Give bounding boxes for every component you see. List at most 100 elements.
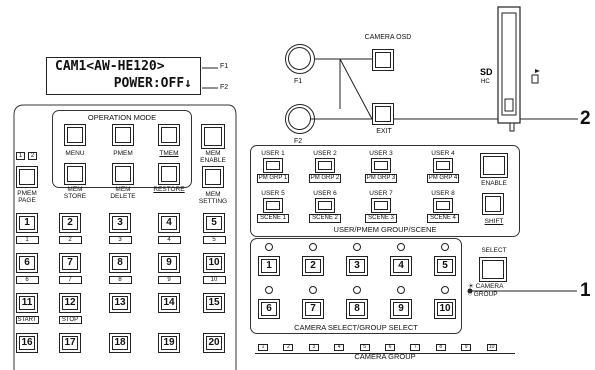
camera-2-tally-lamp xyxy=(309,243,317,251)
shift-button[interactable] xyxy=(482,193,504,215)
memory-button-1[interactable]: 1 xyxy=(16,213,38,233)
memory-button-16[interactable]: 16 xyxy=(16,333,38,353)
memory-button-2[interactable]: 2 xyxy=(59,213,81,233)
menu-button[interactable] xyxy=(64,124,86,146)
camera-select-button-5[interactable]: 5 xyxy=(434,256,456,276)
operation-mode-group xyxy=(52,110,192,188)
callout-2: 2 xyxy=(580,108,591,129)
restore-button[interactable] xyxy=(158,163,180,185)
memory-button-17[interactable]: 17 xyxy=(59,333,81,353)
memory-button-20[interactable]: 20 xyxy=(203,333,225,353)
camera-group-line xyxy=(255,353,515,354)
memory-button-4[interactable]: 4 xyxy=(158,213,180,233)
camera-8-tally-lamp xyxy=(353,286,361,294)
camera-3-tally-lamp xyxy=(353,243,361,251)
memory-button-12[interactable]: 12 xyxy=(59,293,81,313)
mem-delete-button[interactable] xyxy=(112,163,134,185)
camera-select-title: CAMERA SELECT/GROUP SELECT xyxy=(294,323,418,332)
camera-group-indicator-10: 10 xyxy=(486,344,497,351)
memory-button-13[interactable]: 13 xyxy=(109,293,131,313)
sd-card-slot: SD HC xyxy=(480,6,540,132)
mem-store-button[interactable] xyxy=(64,163,86,185)
camera-10-tally-lamp xyxy=(441,286,449,294)
camera-select-button-7[interactable]: 7 xyxy=(302,299,324,319)
tmem-label: TMEM xyxy=(159,150,179,157)
camera-group-indicator-1: 1 xyxy=(258,344,268,351)
mem-enable-button[interactable] xyxy=(201,124,225,149)
camera-group-indicator-2: 2 xyxy=(283,344,294,351)
camera-select-button-4[interactable]: 4 xyxy=(390,256,412,276)
camera-select-button-8[interactable]: 8 xyxy=(346,299,368,319)
user-4-button[interactable] xyxy=(433,158,453,173)
camera-group-indicator-9: 9 xyxy=(461,344,472,351)
mem-setting-button[interactable] xyxy=(202,166,224,188)
memory-button-label-4: 4 xyxy=(157,236,181,244)
svg-text:SD: SD xyxy=(480,67,493,77)
f1-knob[interactable] xyxy=(285,44,315,74)
exit-button[interactable] xyxy=(372,103,394,125)
select-button[interactable] xyxy=(479,257,507,282)
camera-group-title: CAMERA GROUP xyxy=(354,352,416,361)
select-label: SELECT xyxy=(481,247,507,254)
memory-button-3[interactable]: 3 xyxy=(109,213,131,233)
restore-label: RESTORE xyxy=(153,186,185,193)
callout-1-line xyxy=(467,288,577,294)
camera-select-button-2[interactable]: 2 xyxy=(302,256,324,276)
camera-select-button-1[interactable]: 1 xyxy=(258,256,280,276)
memory-button-10[interactable]: 10 xyxy=(203,253,225,273)
camera-osd-button[interactable] xyxy=(372,49,394,71)
left-panel-outline xyxy=(13,104,237,370)
lcd-f2-ref: F2 xyxy=(220,84,229,91)
memory-button-14[interactable]: 14 xyxy=(158,293,180,313)
user-2-button[interactable] xyxy=(315,158,335,173)
exit-label: EXIT xyxy=(376,128,392,135)
user-8-button[interactable] xyxy=(433,198,453,213)
user-3-sub-label: PM GRP 3 xyxy=(365,174,397,183)
camera-5-tally-lamp xyxy=(441,243,449,251)
camera-4-tally-lamp xyxy=(397,243,405,251)
user-6-button[interactable] xyxy=(315,198,335,213)
memory-button-label-11: START xyxy=(15,316,39,324)
user-1-button[interactable] xyxy=(263,158,283,173)
user-5-sub-label: SCENE 1 xyxy=(257,214,289,223)
f2-label: F2 xyxy=(294,138,303,145)
memory-button-15[interactable]: 15 xyxy=(203,293,225,313)
memory-button-5[interactable]: 5 xyxy=(203,213,225,233)
memory-button-11[interactable]: 11 xyxy=(16,293,38,313)
memory-button-label-9: 9 xyxy=(157,276,181,284)
pmem-label: PMEM xyxy=(113,150,133,157)
svg-text:HC: HC xyxy=(481,79,490,85)
memory-button-8[interactable]: 8 xyxy=(109,253,131,273)
pmem-button[interactable] xyxy=(112,124,134,146)
user-5-label: USER 5 xyxy=(261,190,285,197)
memory-button-label-12: STOP xyxy=(58,316,82,324)
memory-button-19[interactable]: 19 xyxy=(158,333,180,353)
camera-select-button-9[interactable]: 9 xyxy=(390,299,412,319)
user-5-button[interactable] xyxy=(263,198,283,213)
pmem-page-button[interactable] xyxy=(16,166,38,188)
user-pmem-group xyxy=(250,145,520,237)
memory-button-18[interactable]: 18 xyxy=(109,333,131,353)
user-4-label: USER 4 xyxy=(431,150,455,157)
shift-label: SHIFT xyxy=(484,218,504,225)
camera-9-tally-lamp xyxy=(397,286,405,294)
user-3-button[interactable] xyxy=(371,158,391,173)
memory-button-7[interactable]: 7 xyxy=(59,253,81,273)
user-1-label: USER 1 xyxy=(261,150,285,157)
memory-button-6[interactable]: 6 xyxy=(16,253,38,273)
camera-select-button-6[interactable]: 6 xyxy=(258,299,280,319)
memory-button-label-3: 3 xyxy=(108,236,132,244)
osd-connector-lines xyxy=(310,58,578,120)
user-8-label: USER 8 xyxy=(431,190,455,197)
camera-select-button-3[interactable]: 3 xyxy=(346,256,368,276)
memory-button-9[interactable]: 9 xyxy=(158,253,180,273)
group-indicator: ○ GROUP xyxy=(468,291,498,298)
callout-1: 1 xyxy=(580,280,591,301)
camera-select-button-10[interactable]: 10 xyxy=(434,299,456,319)
mem-setting-label: MEM SETTING xyxy=(198,191,228,205)
lcd-line-1: CAM1<AW-HE120> xyxy=(55,59,165,74)
enable-button[interactable] xyxy=(480,153,508,178)
camera-label: CAMERA xyxy=(475,283,504,290)
tmem-button[interactable] xyxy=(158,124,180,146)
user-7-button[interactable] xyxy=(371,198,391,213)
